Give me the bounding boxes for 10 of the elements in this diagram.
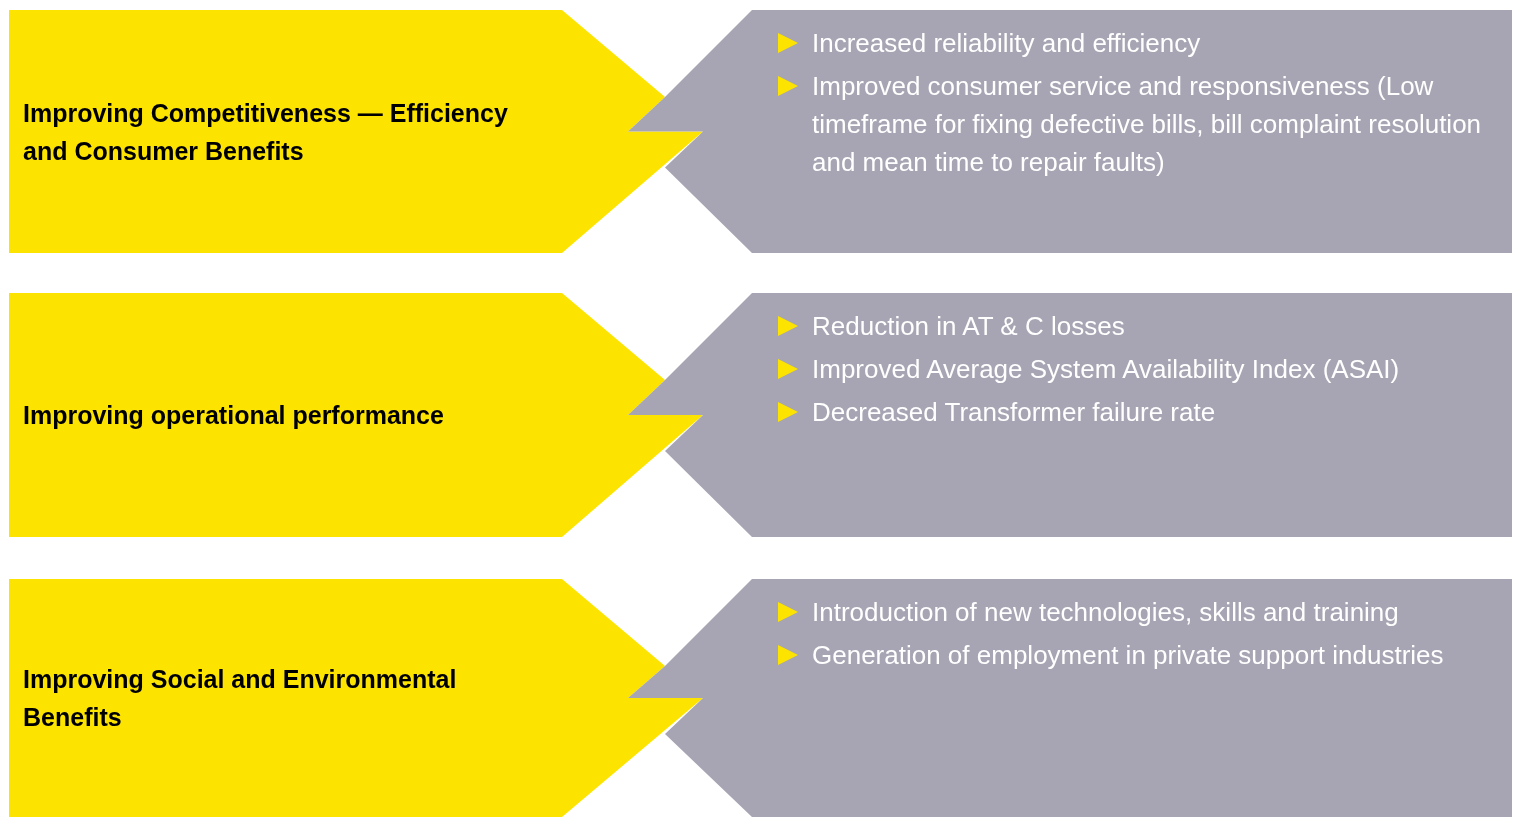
bullet-text: Introduction of new technologies, skills and training <box>812 596 1399 629</box>
bullet-text: Improved Average System Availability Index (ASAI) <box>812 353 1400 386</box>
bullet-text: Increased reliability and efficiency <box>812 27 1201 60</box>
heading: Improving Competitiveness — Efficiency and Consumer Benefits <box>23 97 509 167</box>
bullet-text: Reduction in AT & C losses <box>812 310 1125 343</box>
bullet-text: Decreased Transformer failure rate <box>812 396 1216 429</box>
heading: Improving Social and Environmental Benefits <box>23 664 458 733</box>
bullet-text: Generation of employment in private support industries <box>812 639 1444 672</box>
bullet-text: Improved consumer service and responsiveness (Low timeframe for fixing defective bills, bill complaint resolution and mean time to repair faults) <box>812 70 1483 179</box>
heading: Improving operational performance <box>23 400 445 431</box>
